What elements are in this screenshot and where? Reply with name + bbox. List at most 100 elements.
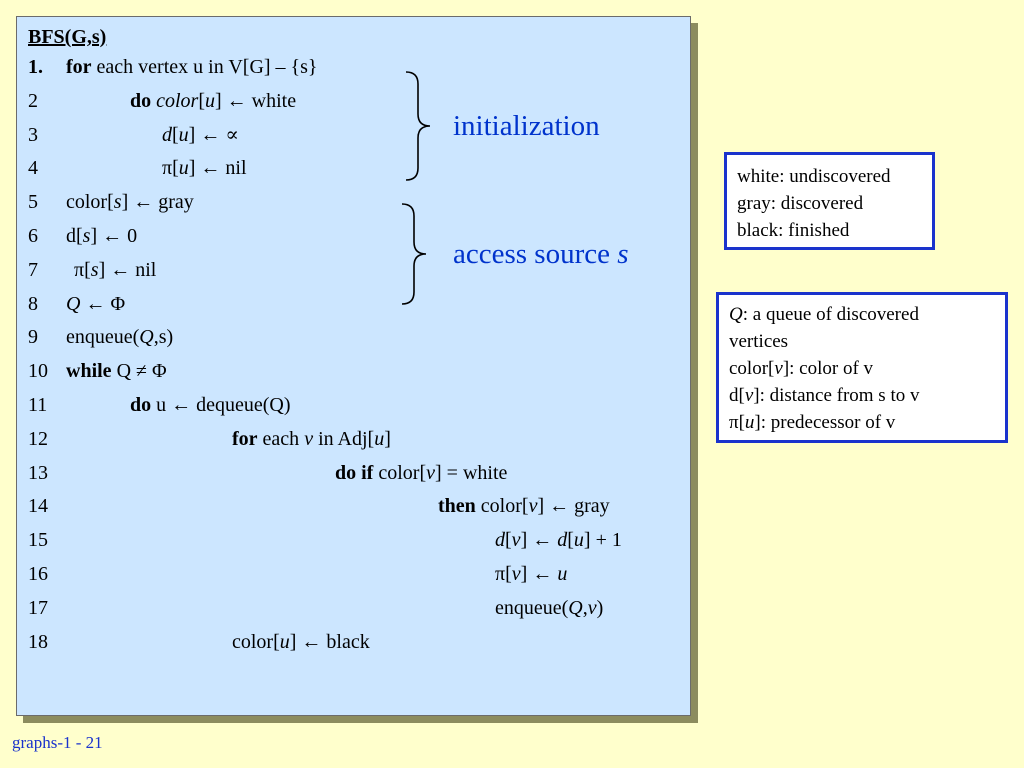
line-number: 4	[28, 157, 38, 180]
variable: u	[279, 630, 290, 653]
line-number: 11	[28, 394, 48, 416]
line-number: 2	[28, 89, 38, 112]
code-line: 16 π[v] ← u	[28, 559, 688, 589]
line-number: 17	[28, 596, 48, 619]
line-number: 15	[28, 529, 48, 552]
initialization-brace	[405, 71, 431, 181]
statement-text: ] ← nil	[188, 157, 247, 180]
line-statement: d[u] ← ∝	[162, 120, 239, 150]
keyword: do	[130, 394, 152, 416]
statement-text: ] ← gray	[537, 495, 610, 518]
code-line: 9 enqueue(Q,s)	[28, 322, 688, 352]
code-line: 5 color[s] ← gray	[28, 187, 688, 217]
statement-text: ] ← black	[289, 630, 370, 653]
variable: u	[573, 529, 584, 552]
legend-gray: gray: discovered	[737, 193, 864, 214]
statement-text: ] = white	[435, 461, 508, 484]
line-statement: enqueue(Q,v)	[495, 593, 603, 623]
statement-text: ,	[582, 596, 588, 619]
code-line: 7 π[s] ← nil	[28, 255, 688, 285]
legend-pi-var: u	[744, 412, 755, 433]
statement-text: ,s)	[153, 326, 174, 349]
line-statement: do u ← dequeue(Q)	[130, 390, 291, 420]
statement-text: ] ←	[520, 563, 558, 585]
line-statement: Q ← Φ	[66, 289, 125, 319]
variable: s	[113, 191, 122, 214]
statement-text: π[	[495, 563, 512, 585]
legend-color-post: ]: color of v	[782, 358, 874, 379]
line-statement: π[u] ← nil	[162, 153, 247, 183]
legend-d-post: ]: distance from s to v	[753, 385, 920, 406]
statement-text: ] ← nil	[98, 258, 157, 281]
statement-text: [	[567, 529, 574, 552]
line-statement: for each vertex u in V[G] – {s}	[66, 52, 318, 82]
variable: v	[426, 461, 435, 484]
keyword: do	[130, 89, 152, 112]
line-statement: do if color[v] = white	[335, 458, 507, 488]
variable-legend: Q: a queue of discovered vertices color[…	[716, 292, 1008, 443]
line-number: 5	[28, 191, 38, 214]
line-number: 1.	[28, 56, 43, 78]
initialization-label: initialization	[453, 110, 600, 142]
legend-d-pre: d[	[729, 385, 745, 406]
variable: v	[528, 495, 538, 518]
line-number: 7	[28, 258, 38, 281]
statement-text: ] + 1	[583, 529, 622, 552]
line-statement: enqueue(Q,s)	[66, 322, 173, 352]
statement-text: π[	[162, 157, 179, 180]
line-number: 18	[28, 630, 48, 653]
statement-text: enqueue(	[66, 326, 140, 349]
code-line: 17 enqueue(Q,v)	[28, 593, 688, 623]
legend-d-var: v	[744, 385, 754, 406]
variable: v	[511, 563, 521, 585]
statement-text: d[	[66, 225, 83, 247]
statement-text: color[	[373, 461, 427, 484]
line-number: 13	[28, 461, 48, 484]
variable: color	[156, 89, 199, 112]
line-number: 3	[28, 123, 38, 146]
access-source-brace	[401, 203, 427, 305]
variable: u	[178, 157, 189, 180]
code-line: 11 do u ← dequeue(Q)	[28, 390, 688, 420]
statement-text: [	[198, 89, 206, 112]
access-source-var: s	[617, 238, 629, 270]
line-statement: d[v] ← d[u] + 1	[495, 525, 622, 555]
variable: u	[374, 427, 385, 450]
line-statement: color[s] ← gray	[66, 187, 194, 217]
variable: Q	[139, 326, 154, 349]
statement-text: )	[596, 596, 604, 619]
keyword: for	[232, 427, 258, 450]
keyword: do if	[335, 461, 374, 484]
variable: u	[178, 123, 189, 146]
code-line: 4 π[u] ← nil	[28, 153, 688, 183]
statement-text: color[	[232, 630, 280, 653]
variable: s	[90, 258, 99, 281]
statement-text: ← Φ	[80, 292, 126, 315]
statement-text: color[	[66, 191, 114, 214]
line-statement: then color[v] ← gray	[438, 491, 610, 521]
line-statement: π[s] ← nil	[74, 255, 156, 285]
statement-text: [	[172, 123, 179, 146]
line-statement: do color[u] ← white	[130, 86, 296, 116]
legend-color: color[v]: color of v	[729, 355, 1005, 382]
keyword: for	[66, 56, 92, 78]
code-line: 13 do if color[v] = white	[28, 458, 688, 488]
legend-color-var: v	[774, 358, 783, 379]
statement-text: each vertex u in V[G] – {s}	[91, 56, 318, 78]
line-number: 16	[28, 563, 48, 585]
code-line: 1. for each vertex u in V[G] – {s}	[28, 52, 688, 82]
statement-text: Q ≠ Φ	[111, 360, 167, 383]
variable: u	[205, 89, 216, 112]
line-number: 8	[28, 292, 38, 315]
statement-text: u ← dequeue(Q)	[151, 394, 291, 416]
variable: u	[557, 563, 568, 585]
legend-black: black: finished	[737, 220, 850, 241]
statement-text: ] ← ∝	[188, 123, 239, 146]
line-number: 9	[28, 326, 38, 349]
variable: v	[511, 529, 521, 552]
access-source-text: access source	[453, 238, 618, 270]
keyword: while	[66, 360, 112, 383]
